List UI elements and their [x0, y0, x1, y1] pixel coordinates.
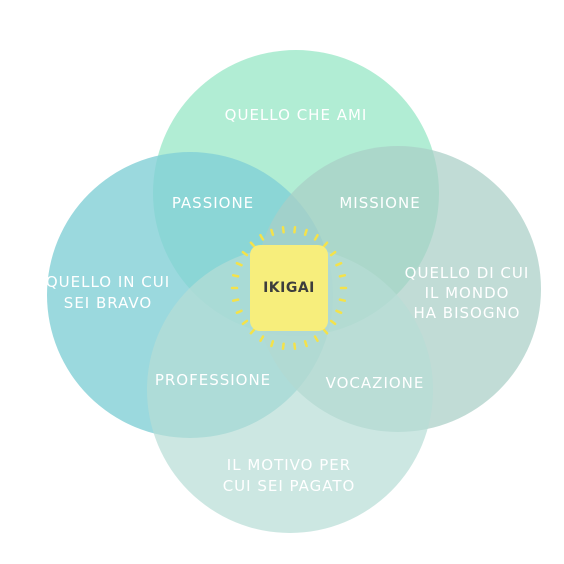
ikigai-rays [230, 226, 348, 350]
ray-mark [281, 342, 285, 350]
ray-mark [259, 335, 265, 343]
label-quello-di-cui-line2: IL MONDO [425, 284, 510, 302]
ray-mark [293, 226, 297, 234]
ray-mark [335, 309, 343, 315]
ray-mark [235, 261, 243, 267]
ray-mark [329, 319, 337, 326]
label-quello-che-ami: QUELLO CHE AMI [225, 106, 368, 124]
ray-mark [259, 233, 265, 241]
ray-mark [249, 328, 256, 335]
ray-mark [322, 328, 329, 335]
label-passione: PASSIONE [172, 194, 254, 212]
label-il-motivo-line1: IL MOTIVO PER [227, 456, 351, 474]
label-il-motivo-line2: CUI SEI PAGATO [223, 477, 356, 495]
ray-mark [270, 228, 275, 236]
ray-mark [241, 319, 249, 326]
ray-mark [313, 233, 319, 241]
ray-mark [303, 340, 308, 348]
ray-mark [303, 228, 308, 236]
ray-mark [293, 342, 297, 350]
ray-mark [338, 298, 347, 302]
ray-mark [231, 274, 240, 278]
ray-mark [231, 298, 240, 302]
label-quello-in-cui-line1: QUELLO IN CUI [46, 273, 170, 291]
label-quello-di-cui-line1: QUELLO DI CUI [405, 264, 530, 282]
label-missione: MISSIONE [339, 194, 420, 212]
ikigai-center-box [250, 245, 328, 331]
ray-mark [335, 261, 343, 267]
ray-mark [313, 335, 319, 343]
label-quello-di-cui-line3: HA BISOGNO [413, 304, 520, 322]
ray-mark [329, 250, 337, 257]
circle-il-motivo-per-cui-sei-pagato [147, 247, 433, 533]
label-quello-in-cui-line2: SEI BRAVO [64, 294, 152, 312]
ray-mark [281, 226, 285, 234]
ray-mark [270, 340, 275, 348]
label-vocazione: VOCAZIONE [326, 374, 425, 392]
ray-mark [249, 241, 256, 248]
ray-mark [338, 274, 347, 278]
label-professione: PROFESSIONE [155, 371, 271, 389]
ray-mark [322, 241, 329, 248]
ray-mark [235, 309, 243, 315]
ikigai-label: IKIGAI [263, 280, 315, 296]
ray-mark [241, 250, 249, 257]
